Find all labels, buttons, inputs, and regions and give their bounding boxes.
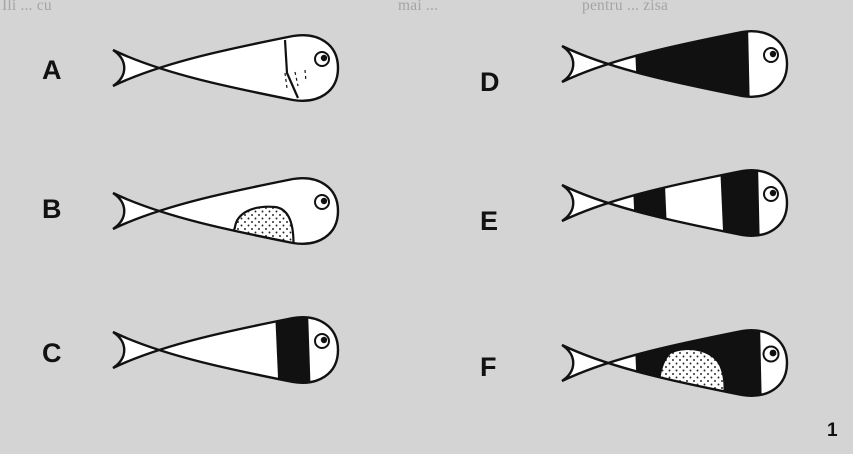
- black-band-front: [720, 163, 760, 253]
- label-e: E: [480, 206, 498, 237]
- black-band-rear: [632, 163, 668, 253]
- background-text-middle: mai ...: [398, 0, 458, 17]
- label-b: B: [42, 194, 62, 225]
- background-text-right: pentru ... zisa: [582, 0, 853, 17]
- figure-number: 1: [827, 420, 838, 442]
- label-f: F: [480, 352, 497, 383]
- label-a: A: [42, 55, 62, 86]
- fish-f: [552, 323, 802, 413]
- label-c: C: [42, 338, 62, 369]
- black-band: [634, 24, 750, 114]
- label-d: D: [480, 67, 500, 98]
- fish-d: [552, 24, 802, 114]
- background-text-left: Ili ... cu: [2, 0, 222, 17]
- stippled-spot: [659, 349, 725, 413]
- fish-a: [103, 28, 353, 118]
- fish-b: [103, 171, 353, 261]
- fish-e: [552, 163, 802, 253]
- fish-c: [103, 310, 353, 400]
- black-band: [275, 310, 311, 400]
